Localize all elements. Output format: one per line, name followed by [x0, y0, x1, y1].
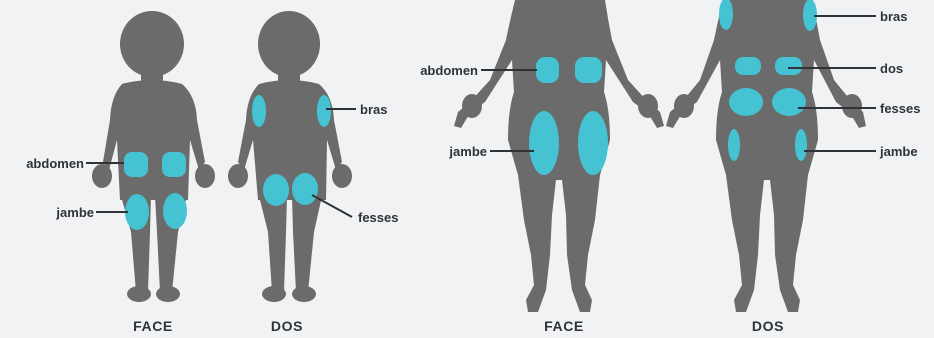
child-fesses-label: fesses: [358, 210, 398, 225]
adult-back-dos-left-site: [735, 57, 761, 75]
child-face-caption: FACE: [133, 318, 173, 334]
child-front-abdomen-left-site: [124, 152, 148, 177]
child-front-silhouette: [92, 11, 215, 302]
adult-back-silhouette: [666, 0, 866, 312]
adult-dos-caption: DOS: [752, 318, 784, 334]
adult-back-dos-right-site: [775, 57, 802, 75]
adult-abdomen-label: abdomen: [420, 63, 478, 78]
adult-front-leg-right-site: [578, 111, 608, 175]
child-back-arm-right-site: [317, 95, 331, 127]
child-back-figure: bras fesses DOS: [228, 11, 398, 334]
child-jambe-label: jambe: [55, 205, 94, 220]
child-back-buttock-right-site: [292, 173, 318, 205]
adult-back-leg-left-site: [728, 129, 740, 161]
adult-jambe-back-label: jambe: [879, 144, 918, 159]
child-bras-label: bras: [360, 102, 387, 117]
child-front-leg-right-site: [163, 193, 187, 229]
adult-dos-label: dos: [880, 61, 903, 76]
adult-back-buttock-right-site: [772, 88, 806, 116]
child-front-abdomen-right-site: [162, 152, 186, 177]
adult-fesses-label: fesses: [880, 101, 920, 116]
adult-bras-label: bras: [880, 9, 907, 24]
child-abdomen-label: abdomen: [26, 156, 84, 171]
child-dos-caption: DOS: [271, 318, 303, 334]
child-back-buttock-left-site: [263, 174, 289, 206]
child-front-leg-left-site: [125, 194, 149, 230]
child-front-figure: abdomen jambe FACE: [26, 11, 215, 334]
adult-face-caption: FACE: [544, 318, 584, 334]
adult-front-abdomen-right-site: [575, 57, 602, 83]
child-back-silhouette: [228, 11, 352, 302]
adult-front-figure: abdomen jambe FACE: [420, 0, 664, 334]
adult-back-leg-right-site: [795, 129, 807, 161]
adult-back-buttock-left-site: [729, 88, 763, 116]
adult-jambe-label: jambe: [448, 144, 487, 159]
child-back-arm-left-site: [252, 95, 266, 127]
adult-front-leg-left-site: [529, 111, 559, 175]
adult-back-figure: bras dos fesses jambe DOS: [666, 0, 920, 334]
adult-front-abdomen-left-site: [536, 57, 559, 83]
